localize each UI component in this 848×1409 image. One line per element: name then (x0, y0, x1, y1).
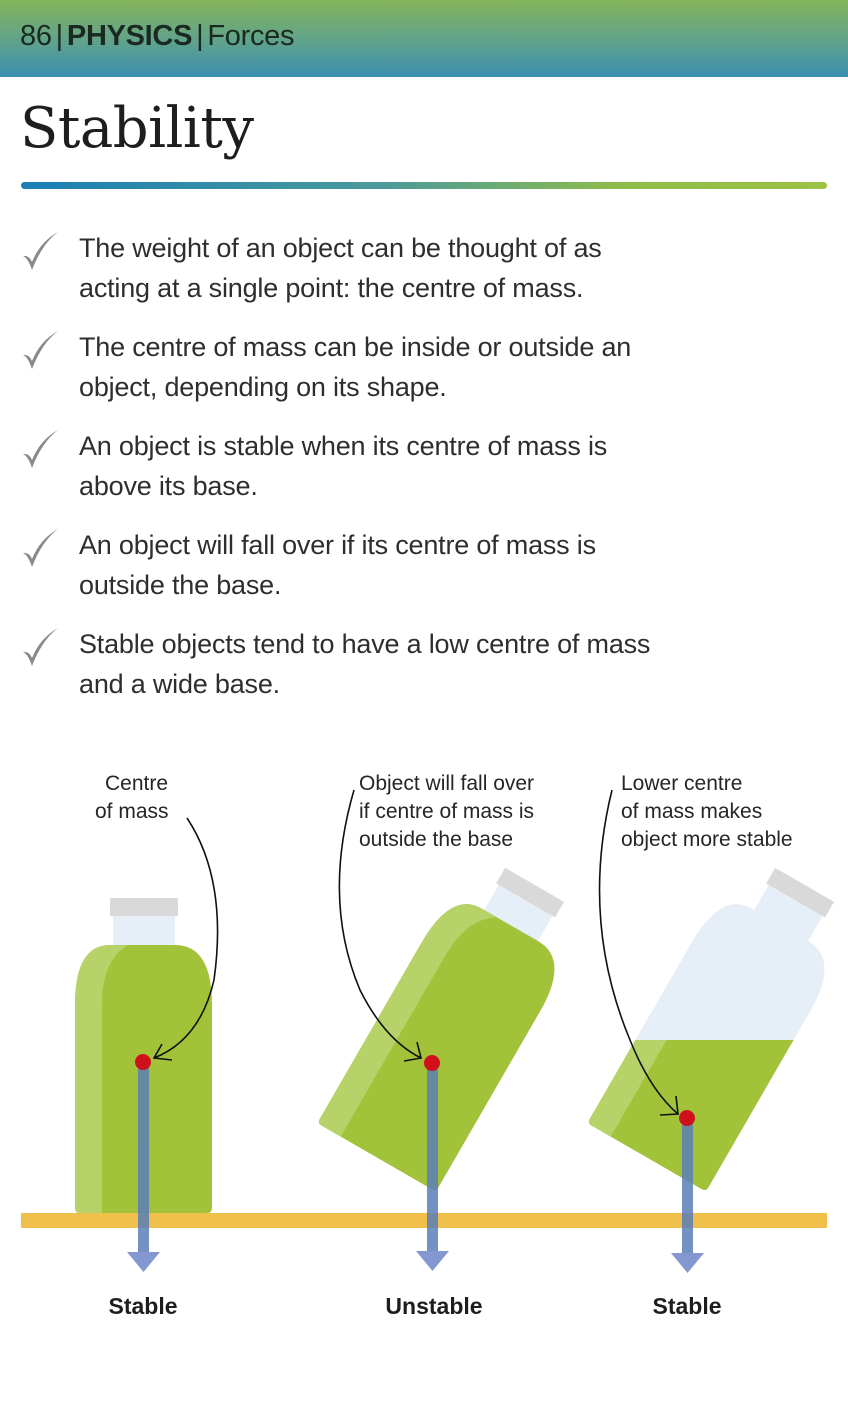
annotation-label: Lower centre (621, 772, 743, 795)
annotation-pointer (152, 817, 219, 1061)
title-divider (21, 182, 827, 189)
bullet-line: An object will fall over if its centre o… (79, 530, 596, 560)
tilted-bottle (318, 867, 565, 1191)
annotation-pointer (338, 789, 422, 1062)
page-title: Stability (20, 96, 254, 161)
stability-diagram: Centre of mass Object will fall over if … (0, 760, 848, 1409)
check-icon (23, 232, 58, 270)
subject: PHYSICS (66, 20, 193, 52)
running-head: 86|PHYSICS|Forces (20, 20, 295, 53)
annotation-label: outside the base (359, 828, 514, 851)
tilted-half-full-bottle (588, 867, 835, 1191)
bullet-line: acting at a single point: the centre of … (79, 273, 584, 303)
check-icon (23, 628, 58, 666)
bullet-line: Stable objects tend to have a low centre… (79, 629, 651, 659)
annotation-label: of mass makes (621, 800, 763, 823)
annotation-label: of mass (95, 800, 169, 823)
state-label-unstable: Unstable (385, 1293, 483, 1319)
weight-arrow (127, 1064, 160, 1272)
check-icon (23, 529, 58, 567)
diagram-illustration (21, 789, 835, 1273)
bullet-line: object, depending on its shape. (79, 372, 447, 402)
check-icon (23, 331, 58, 369)
page-number: 86 (20, 20, 52, 52)
ground-surface (21, 1213, 827, 1228)
annotation-label: Centre (105, 772, 169, 795)
weight-arrow (671, 1120, 704, 1273)
bullet-line: outside the base. (79, 570, 282, 600)
centre-of-mass-dot (679, 1110, 695, 1126)
bullet-line: and a wide base. (79, 669, 280, 699)
centre-of-mass-dot (135, 1054, 151, 1070)
centre-of-mass-dot (424, 1055, 440, 1071)
bullet-line: The weight of an object can be thought o… (79, 233, 602, 263)
annotation-label: Object will fall over (359, 772, 535, 795)
annotation-label: if centre of mass is (359, 800, 535, 823)
separator: | (196, 20, 204, 52)
annotation-label: object more stable (621, 828, 793, 851)
state-label-stable: Stable (108, 1293, 178, 1319)
state-label-stable: Stable (652, 1293, 722, 1319)
page-header: 86|PHYSICS|Forces (0, 0, 848, 77)
bullet-line: The centre of mass can be inside or outs… (79, 332, 632, 362)
bullet-line: An object is stable when its centre of m… (79, 431, 608, 461)
annotation-pointer (598, 789, 679, 1116)
check-icon (23, 430, 58, 468)
weight-arrow (416, 1063, 449, 1271)
separator: | (55, 20, 64, 52)
topic: Forces (207, 20, 295, 52)
bullet-line: above its base. (79, 471, 258, 501)
